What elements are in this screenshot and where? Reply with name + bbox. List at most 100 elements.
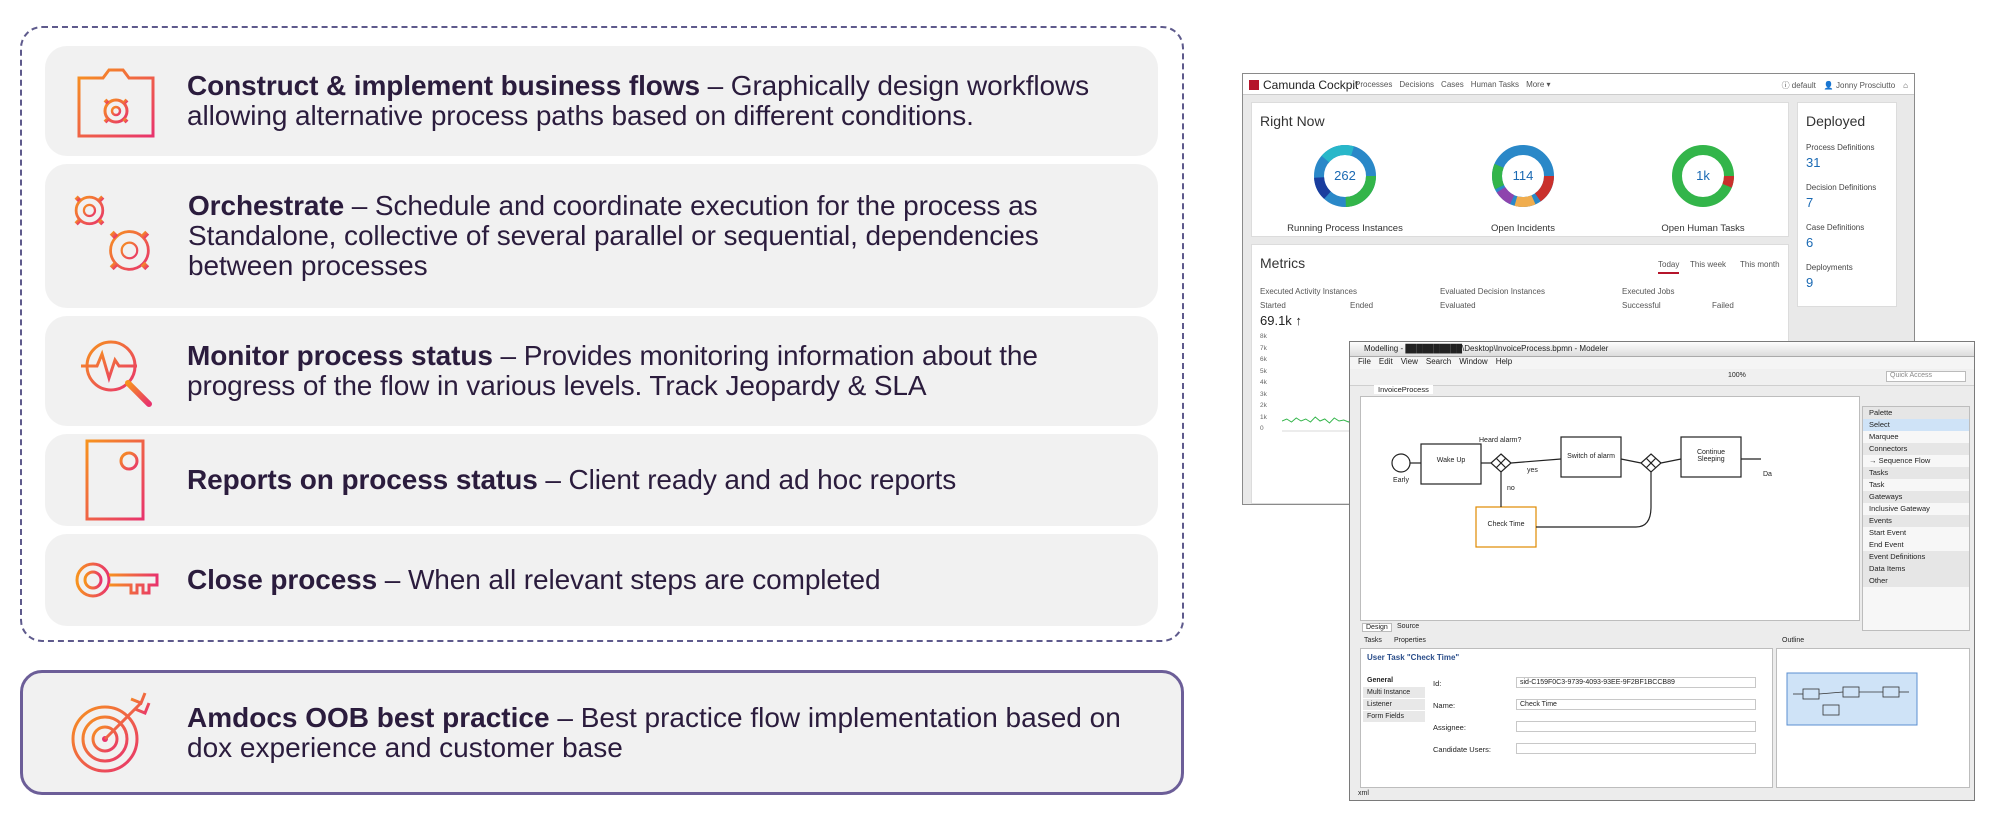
status-bar: xml bbox=[1358, 790, 1369, 797]
field-label: Name: bbox=[1433, 701, 1456, 710]
right-now-title: Right Now bbox=[1260, 113, 1325, 129]
nav-processes[interactable]: Processes bbox=[1355, 80, 1393, 89]
feature-text: Close process – When all relevant steps … bbox=[187, 565, 1128, 595]
engine-default[interactable]: ⓘ default bbox=[1781, 81, 1816, 90]
name-input[interactable]: Check Time bbox=[1516, 699, 1756, 710]
home-icon[interactable]: ⌂ bbox=[1903, 81, 1908, 90]
menu-window[interactable]: Window bbox=[1459, 357, 1488, 366]
props-tab-general[interactable]: General bbox=[1363, 675, 1425, 687]
tab-today[interactable]: Today bbox=[1658, 260, 1680, 274]
palette-item[interactable]: Event Definitions bbox=[1863, 551, 1969, 563]
feature-desc: – Schedule and coordinate execution for … bbox=[188, 190, 1039, 281]
metric-col-title: Executed Jobs bbox=[1622, 287, 1675, 296]
zoom-select[interactable]: 100% bbox=[1728, 372, 1746, 379]
outline-tab[interactable]: Outline bbox=[1782, 637, 1805, 644]
props-tab-multi-instance[interactable]: Multi Instance bbox=[1363, 687, 1425, 699]
id-input[interactable]: sid-C159F0C3-9739-4093-93EE-9F2BF1BCCB89 bbox=[1516, 677, 1756, 688]
cockpit-topbar: Camunda Cockpit Processes Decisions Cases H… bbox=[1243, 74, 1914, 95]
tab-this-week[interactable]: This week bbox=[1690, 260, 1727, 269]
gateway-label: Heard alarm? bbox=[1479, 437, 1522, 444]
props-tab-form-fields[interactable]: Form Fields bbox=[1363, 711, 1425, 723]
feature-reports: Reports on process status – Client ready… bbox=[45, 434, 1158, 526]
ytick: 6k bbox=[1260, 356, 1267, 363]
metric-col-title: Executed Activity Instances bbox=[1260, 287, 1357, 296]
palette-item[interactable]: Gateways bbox=[1863, 491, 1969, 503]
flow-label-no: no bbox=[1507, 485, 1515, 492]
outline-minimap[interactable] bbox=[1783, 669, 1963, 729]
tab-this-month[interactable]: This month bbox=[1740, 260, 1780, 269]
features-frame bbox=[20, 26, 1184, 642]
cockpit-brand[interactable]: Camunda Cockpit bbox=[1249, 78, 1358, 92]
menu-search[interactable]: Search bbox=[1425, 357, 1452, 366]
nav-human-tasks[interactable]: Human Tasks bbox=[1470, 80, 1520, 89]
palette-item[interactable]: Other bbox=[1863, 575, 1969, 587]
quick-access-input[interactable]: Quick Access bbox=[1886, 371, 1966, 382]
key-icon bbox=[75, 562, 159, 598]
bpmn-canvas[interactable]: Early Wake Up Heard alarm? yes no Switch… bbox=[1360, 396, 1860, 621]
bpmn-diagram[interactable] bbox=[1361, 397, 1861, 622]
deployed-item-value[interactable]: 7 bbox=[1806, 195, 1814, 210]
palette-item[interactable]: Select bbox=[1863, 419, 1969, 431]
palette-item[interactable]: End Event bbox=[1869, 540, 1904, 549]
feature-title: Close process bbox=[187, 564, 378, 595]
menu-help[interactable]: Help bbox=[1495, 357, 1513, 366]
node-wake-up[interactable]: Wake Up bbox=[1436, 457, 1466, 464]
properties-tab[interactable]: Properties bbox=[1394, 637, 1426, 644]
node-check-time[interactable]: Check Time bbox=[1487, 521, 1525, 528]
menu-view[interactable]: View bbox=[1400, 357, 1418, 366]
ytick: 3k bbox=[1260, 390, 1267, 398]
field-label: Candidate Users: bbox=[1433, 745, 1491, 754]
props-tab-listener[interactable]: Listener bbox=[1363, 699, 1425, 711]
palette-item[interactable]: Tasks bbox=[1863, 467, 1969, 479]
outline-panel bbox=[1776, 648, 1970, 788]
donut-running-instances[interactable]: 262 bbox=[1312, 143, 1378, 209]
editor-tab[interactable]: InvoiceProcess bbox=[1374, 385, 1433, 394]
assignee-input[interactable] bbox=[1516, 721, 1756, 732]
candidate-users-input[interactable] bbox=[1516, 743, 1756, 754]
palette-item[interactable]: Start Event bbox=[1869, 528, 1907, 537]
nav-more[interactable]: More ▾ bbox=[1526, 80, 1551, 89]
metric-ended: Ended bbox=[1350, 301, 1374, 310]
menu-file[interactable]: File bbox=[1358, 357, 1371, 366]
user-menu[interactable]: 👤 Jonny Prosciutto bbox=[1823, 81, 1896, 90]
nav-cases[interactable]: Cases bbox=[1441, 80, 1464, 89]
gear-folder-icon bbox=[77, 68, 155, 138]
palette-item[interactable]: Task bbox=[1869, 480, 1885, 489]
feature-text: Construct & implement business flows – G… bbox=[187, 71, 1128, 131]
donut-value: 114 bbox=[1513, 168, 1534, 183]
deployed-item-value[interactable]: 6 bbox=[1806, 235, 1814, 250]
oob-title: Amdocs OOB best practice bbox=[187, 702, 550, 733]
metric-failed: Failed bbox=[1712, 301, 1734, 310]
ytick: 7k bbox=[1260, 344, 1267, 352]
design-tab[interactable]: Design bbox=[1362, 623, 1392, 632]
properties-title: User Task "Check Time" bbox=[1367, 653, 1460, 662]
donut-open-incidents[interactable]: 114 bbox=[1490, 143, 1556, 209]
magnifier-pulse-icon bbox=[81, 340, 152, 407]
node-continue-sleeping[interactable]: Continue Sleeping bbox=[1696, 449, 1726, 463]
deployed-item-value[interactable]: 31 bbox=[1806, 155, 1821, 170]
donut-open-human-tasks[interactable]: 1k bbox=[1670, 143, 1736, 209]
palette-item[interactable]: Marquee bbox=[1869, 432, 1899, 441]
metrics-title: Metrics bbox=[1260, 255, 1306, 271]
oob-text: Amdocs OOB best practice – Best practice… bbox=[187, 703, 1151, 763]
deployed-item-value[interactable]: 9 bbox=[1806, 275, 1814, 290]
palette-item[interactable]: Events bbox=[1863, 515, 1969, 527]
feature-title: Reports on process status bbox=[187, 464, 538, 495]
menu-edit[interactable]: Edit bbox=[1378, 357, 1393, 366]
feature-construct: Construct & implement business flows – G… bbox=[45, 46, 1158, 156]
palette-item[interactable]: Inclusive Gateway bbox=[1869, 504, 1930, 513]
source-tab[interactable]: Source bbox=[1397, 623, 1420, 630]
cockpit-user-area: ⓘ default 👤 Jonny Prosciutto ⌂ bbox=[1774, 80, 1908, 91]
camunda-modeler-window: Modelling - ██████████\Desktop\InvoicePr… bbox=[1349, 341, 1975, 801]
right-now-panel: Right Now 262 Running Process Instances … bbox=[1251, 102, 1789, 237]
palette-item[interactable]: → Sequence Flow bbox=[1869, 456, 1931, 465]
field-label: Assignee: bbox=[1433, 723, 1466, 732]
nav-decisions[interactable]: Decisions bbox=[1399, 80, 1435, 89]
feature-desc: – Client ready and ad hoc reports bbox=[537, 464, 957, 495]
node-switch-alarm[interactable]: Switch of alarm bbox=[1567, 453, 1615, 460]
palette-item[interactable]: Palette bbox=[1863, 407, 1969, 419]
palette-item[interactable]: Data Items bbox=[1863, 563, 1969, 575]
metric-successful: Successful bbox=[1622, 301, 1661, 310]
tasks-tab[interactable]: Tasks bbox=[1364, 637, 1382, 644]
palette-item[interactable]: Connectors bbox=[1863, 443, 1969, 455]
